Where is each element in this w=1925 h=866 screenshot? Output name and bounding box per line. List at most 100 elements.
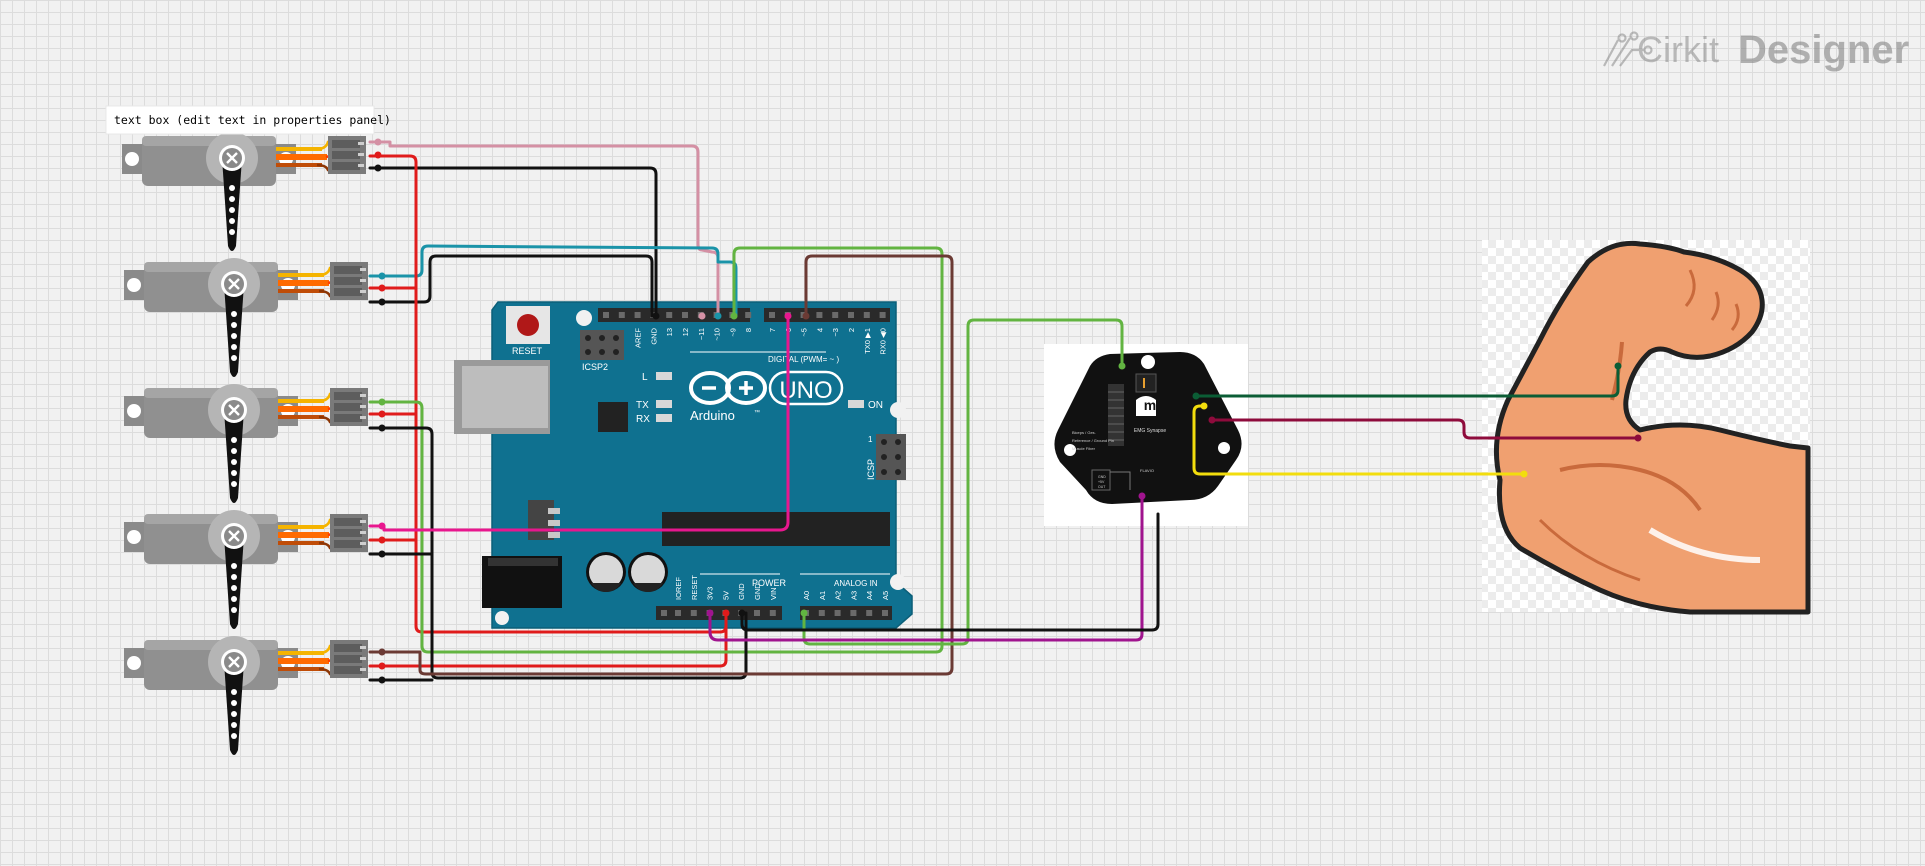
arduino-uno[interactable]: RESET ICSP2 L TX RX ON UNO Arduino ™: [454, 301, 913, 629]
power-pin-1[interactable]: [690, 610, 697, 616]
servo-2[interactable]: [124, 258, 368, 377]
flexed-arm-image[interactable]: [1482, 240, 1811, 615]
wire-darkgreen-electrode: [1194, 364, 1620, 398]
digital-pin-label-5: ~10: [713, 328, 722, 341]
text-box[interactable]: text box (edit text in properties panel): [105, 105, 391, 135]
wire-maroon-electrode: [1210, 418, 1640, 440]
emg-pin-gnd-label: GND: [1098, 475, 1106, 479]
power-pin-5[interactable]: [754, 610, 760, 616]
digital-pin-label-12: ~3: [831, 328, 840, 337]
arduino-logo: [689, 370, 844, 406]
text-box-label: text box (edit text in properties panel): [114, 113, 391, 127]
digital-pin-7[interactable]: [745, 312, 752, 318]
power-header-label: POWER: [752, 578, 787, 588]
digital-pin-8[interactable]: [769, 312, 775, 318]
wire-black-emg: [740, 512, 1160, 632]
icsp-label: ICSP: [866, 459, 876, 480]
led-l: [656, 372, 672, 380]
power-pin-label-5: GND: [753, 583, 762, 600]
digital-pin-label-10: ~5: [800, 328, 809, 337]
led-tx-label: TX: [636, 400, 649, 411]
tm-mark: ™: [754, 409, 760, 416]
analog-header[interactable]: [800, 606, 892, 620]
digital-pin-label-11: 4: [815, 328, 824, 332]
digital-pin-label-2: 13: [665, 328, 674, 336]
digital-pin-3[interactable]: [682, 312, 688, 318]
wire-purple: [708, 494, 1144, 642]
icsp-header: [876, 434, 906, 480]
digital-pin-13[interactable]: [848, 312, 854, 318]
reset-button[interactable]: [506, 306, 550, 344]
digital-pin-nc-2[interactable]: [618, 312, 625, 318]
reset-label: RESET: [512, 346, 543, 356]
logo-word-cirkit: Cirkit: [1637, 29, 1719, 70]
digital-pin-label-14: TX0 ▶1: [863, 328, 872, 354]
power-pin-label-4: GND: [737, 583, 746, 600]
led-rx: [656, 414, 672, 422]
digital-header-label: DIGITAL (PWM= ~ ): [768, 355, 839, 364]
power-header[interactable]: [656, 606, 782, 620]
capacitor-2: [628, 552, 668, 592]
power-pin-label-0: IOREF: [674, 577, 683, 600]
arduino-brand: Arduino: [690, 408, 735, 423]
wire-magenta: [368, 314, 790, 532]
wire-yellow-electrode: [1192, 404, 1526, 476]
led-l-label: L: [642, 372, 648, 383]
circuit-icon: [1603, 31, 1653, 67]
analog-pin-label-5: A5: [881, 591, 890, 600]
wire-green-emg: [802, 318, 1124, 646]
digital-pin-label-3: 12: [681, 328, 690, 336]
digital-pin-label-6: ~9: [728, 328, 737, 337]
digital-pin-label-13: 2: [847, 328, 856, 332]
led-rx-label: RX: [636, 414, 650, 425]
wire-endpoints: [374, 138, 1642, 684]
digital-pin-label-7: 8: [744, 328, 753, 332]
power-pin-label-1: RESET: [690, 575, 699, 600]
logo-word-designer: Designer: [1738, 28, 1909, 72]
icsp2-label: ICSP2: [582, 362, 608, 372]
power-pin-0[interactable]: [675, 610, 681, 616]
wire-green: [368, 246, 944, 654]
digital-header[interactable]: [598, 308, 890, 322]
analog-pin-label-0: A0: [802, 591, 811, 600]
digital-pin-15[interactable]: [879, 312, 886, 318]
wire-black-2: [368, 254, 654, 318]
svg-text:m: m: [1144, 397, 1156, 413]
digital-pin-14[interactable]: [863, 312, 870, 318]
analog-pin-5[interactable]: [882, 610, 888, 616]
emg-sensor[interactable]: m EMG Synapse Biceps / Ges. Reference / …: [1044, 344, 1248, 526]
led-on: [848, 400, 864, 408]
digital-pin-12[interactable]: [832, 312, 839, 318]
digital-pin-0[interactable]: [634, 312, 641, 318]
digital-pin-2[interactable]: [666, 312, 673, 318]
wires: [368, 140, 1640, 682]
servo-3[interactable]: [124, 384, 368, 503]
cirkit-designer-logo: Cirkit Designer: [1603, 28, 1909, 72]
led-on-label: ON: [868, 400, 883, 411]
emg-pin-5v-label: +5V: [1098, 480, 1105, 484]
analog-pin-1[interactable]: [818, 610, 825, 616]
analog-pin-3[interactable]: [850, 610, 857, 616]
digital-pin-label-8: 7: [768, 328, 777, 332]
analog-pin-2[interactable]: [834, 610, 841, 616]
power-pin-nc[interactable]: [661, 610, 667, 616]
analog-pin-label-1: A1: [818, 591, 827, 600]
icsp-pin1-label: 1: [868, 435, 873, 444]
digital-pin-label-1: GND: [649, 327, 658, 344]
analog-header-label: ANALOG IN: [834, 579, 878, 588]
analog-pin-4[interactable]: [866, 610, 873, 616]
digital-pin-nc-1[interactable]: [603, 312, 609, 318]
servo-4[interactable]: [124, 510, 368, 629]
emg-brand-text: EMG Synapse: [1134, 428, 1166, 434]
wire-black-gnd: [368, 166, 658, 318]
led-tx: [656, 400, 672, 408]
servo-1[interactable]: [122, 132, 366, 251]
digital-pin-label-15: RX0 ◀0: [879, 328, 888, 355]
power-pin-6[interactable]: [769, 610, 776, 616]
icsp2-header: [580, 330, 624, 360]
power-pin-label-6: VIN: [769, 587, 778, 600]
emg-pin-out-label: OUT: [1098, 485, 1106, 489]
digital-pin-11[interactable]: [816, 312, 823, 318]
servo-5[interactable]: [124, 636, 368, 755]
